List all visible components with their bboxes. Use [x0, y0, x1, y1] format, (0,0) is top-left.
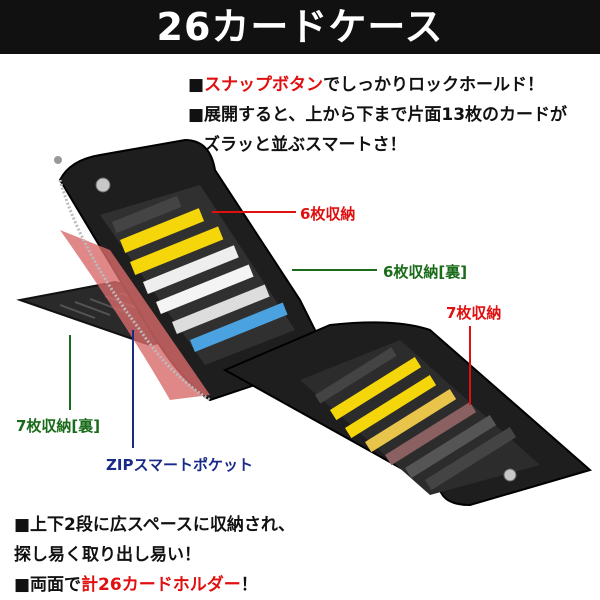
title-bar: [0, 0, 600, 54]
upper-cards: [112, 195, 288, 353]
seven-back-label: 7枚収納[裏]: [16, 417, 101, 435]
seven-front-label: 7枚収納: [446, 304, 502, 322]
feature-line-2: ■展開すると、上から下まで片面13枚のカードが: [188, 105, 568, 125]
zipper: [58, 179, 211, 402]
bottom-line-3: ■両面で計26カードホルダー！: [14, 570, 258, 595]
six-front-label: 6枚収納: [300, 205, 356, 223]
six-back-label: 6枚収納[裏]: [383, 263, 468, 281]
feature-line-3: ズラッと並ぶスマートさ！: [203, 135, 407, 155]
bottom-line-2: 探し易く取り出し易い！: [14, 545, 201, 565]
snap-button-text: スナップボタン: [204, 75, 324, 95]
snap-button-bottom: [503, 468, 517, 482]
bullet: ■: [188, 75, 205, 95]
bottom-line-3-post: ！: [240, 575, 258, 595]
bottom-line-3-pre: ■両面で: [14, 575, 82, 595]
feature-line-1: ■スナップボタンでしっかりロックホールド！: [188, 70, 544, 95]
total-holders-text: 計26カードホルダー: [81, 575, 241, 595]
bottom-line-1: ■上下2段に広スペースに収納され、: [14, 515, 296, 535]
lower-cards: [315, 347, 517, 491]
zip-pocket-lining: [60, 230, 210, 400]
snap-button-top: [95, 177, 111, 193]
feature-line-1-rest: でしっかりロックホールド！: [323, 75, 545, 95]
zip-pocket-label: ZIPスマートポケット: [106, 456, 254, 474]
zipper-pull: [54, 156, 62, 164]
page-title: 26カードケース: [156, 5, 444, 49]
